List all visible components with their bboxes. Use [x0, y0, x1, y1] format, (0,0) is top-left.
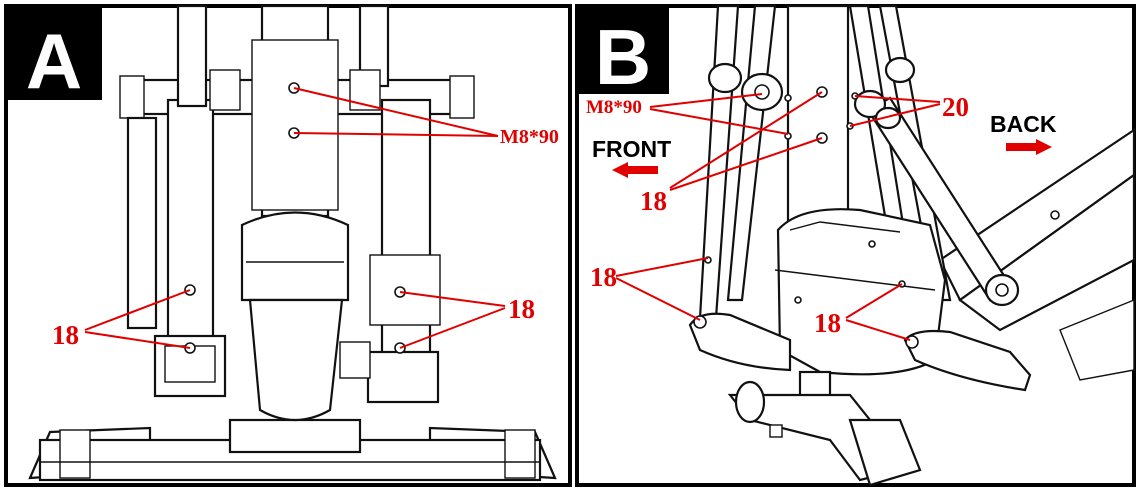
- panel-b-label-18-left: 18: [590, 262, 617, 292]
- panel-a-badge: [6, 6, 102, 100]
- panel-a-left-part-label: 18: [52, 320, 79, 350]
- panel-a-letter: A: [26, 17, 82, 105]
- panel-a-right-part-label: 18: [508, 294, 535, 324]
- panel-a: M8*90 18 18 A: [4, 4, 572, 487]
- panel-a-callout-lines: [84, 87, 506, 349]
- panel-b: M8*90 18 18 18 20 FRONT BACK B: [575, 4, 1136, 487]
- back-arrow-icon: [1006, 139, 1052, 155]
- panel-b-callout-lines: [615, 91, 941, 341]
- panel-a-center-mast: [176, 4, 390, 421]
- panel-b-bolt-rear-lower: [905, 335, 919, 349]
- panel-a-right-arm: [339, 98, 441, 404]
- panel-b-bolt-label: M8*90: [586, 97, 642, 118]
- panel-b-label-18-lower: 18: [814, 308, 841, 338]
- panel-b-label-20: 20: [942, 92, 969, 122]
- front-label: FRONT: [592, 136, 671, 162]
- panel-b-bolt-left-upper: [784, 94, 792, 102]
- panel-b-label-18-center: 18: [640, 186, 667, 216]
- panel-b-badge: [577, 6, 669, 94]
- panel-b-letter: B: [595, 13, 651, 101]
- panel-a-bolt-label: M8*90: [500, 126, 559, 148]
- panel-b-base-assembly: [727, 370, 922, 487]
- panel-b-pivots: [707, 56, 1020, 307]
- panel-a-base: [28, 418, 557, 482]
- panel-b-pedals: [688, 312, 1032, 392]
- back-label: BACK: [990, 111, 1057, 137]
- panel-a-left-arm: [126, 98, 227, 398]
- front-arrow-icon: [612, 162, 658, 178]
